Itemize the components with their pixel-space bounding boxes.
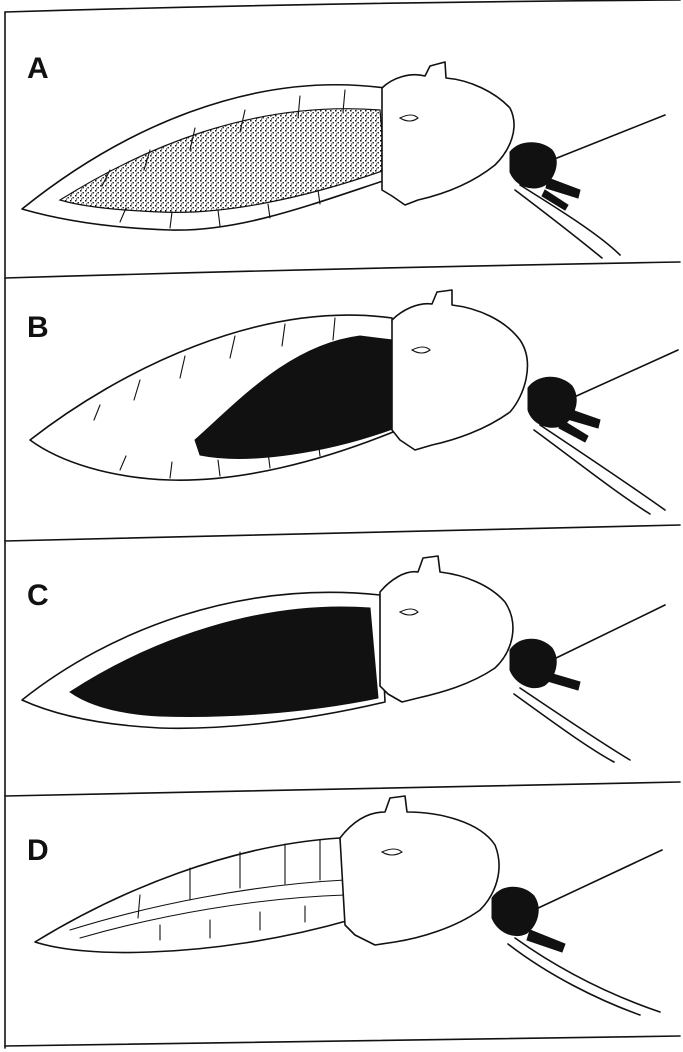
panel-c: C xyxy=(22,556,665,762)
panel-c-proboscis xyxy=(510,605,665,762)
panel-a-head xyxy=(382,62,514,205)
panel-d-proboscis xyxy=(492,850,662,1015)
panel-d-abdomen xyxy=(35,838,350,953)
panel-a: A xyxy=(22,52,665,258)
panel-label-b: B xyxy=(27,311,49,344)
panel-label-a: A xyxy=(27,52,49,85)
panel-a-abdomen xyxy=(22,85,392,230)
panel-d-head xyxy=(340,796,499,945)
panel-a-proboscis xyxy=(510,115,665,258)
panel-b-head xyxy=(392,290,527,450)
panel-label-c: C xyxy=(27,579,49,612)
panel-c-head xyxy=(380,556,513,702)
panel-b: B xyxy=(27,290,678,514)
panel-b-proboscis xyxy=(528,350,678,514)
panel-label-d: D xyxy=(27,834,49,867)
panel-c-abdomen xyxy=(22,592,385,728)
panel-d: D xyxy=(27,796,662,1015)
panel-b-abdomen xyxy=(30,315,398,480)
